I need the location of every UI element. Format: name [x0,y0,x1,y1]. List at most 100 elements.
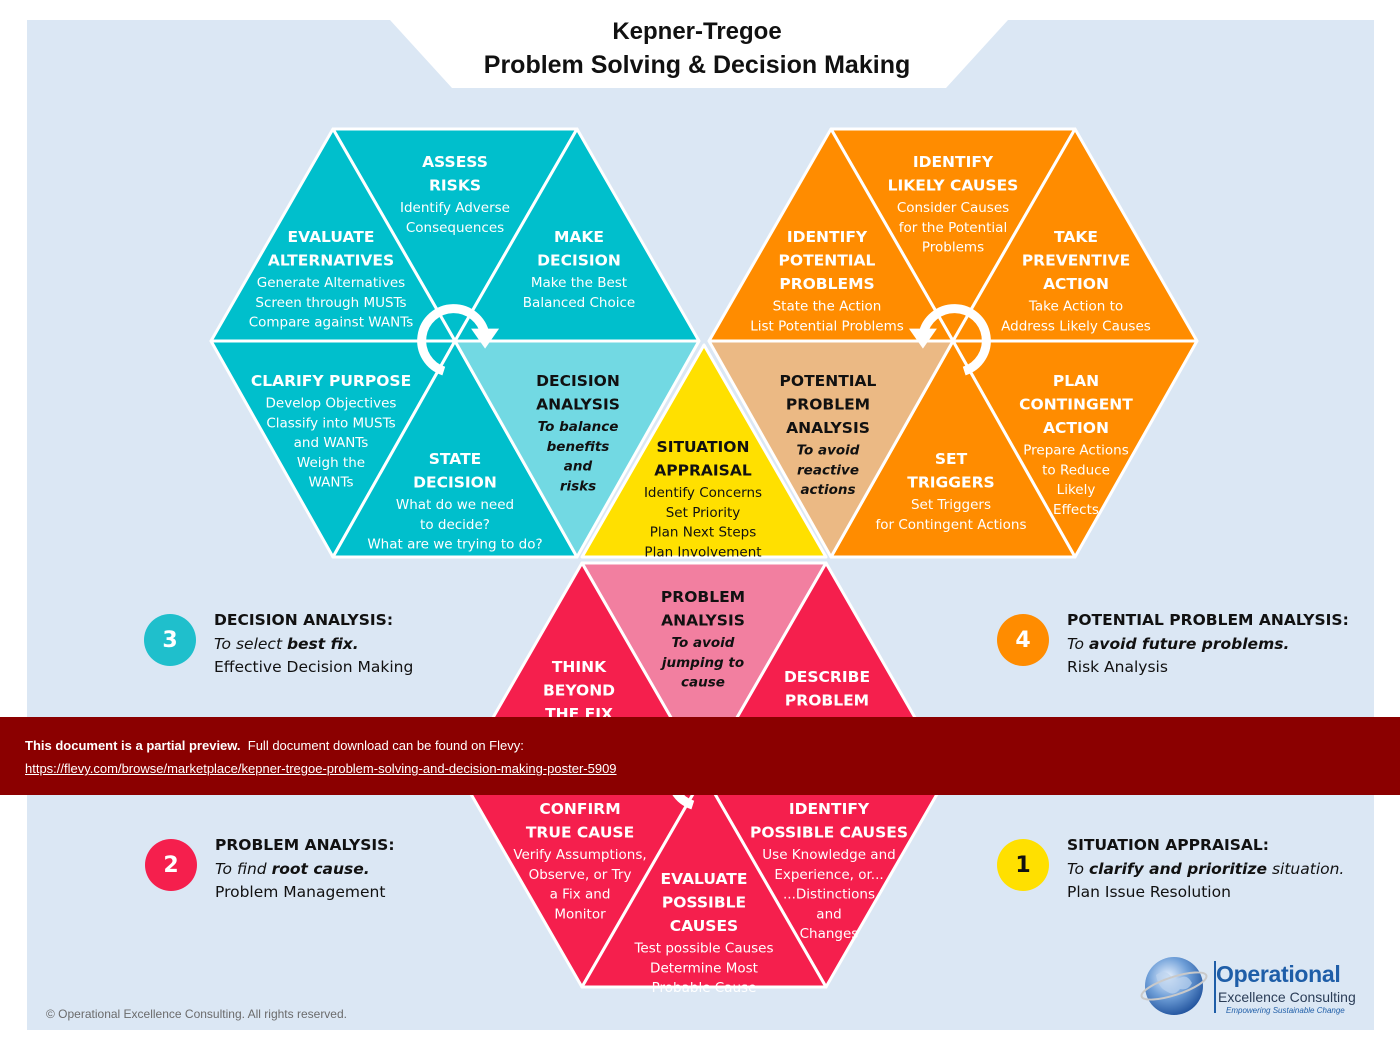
triangle-body-text: Monitor [554,906,606,922]
legend-purpose: To avoid future problems. [1067,634,1290,653]
triangle-heading: ALTERNATIVES [268,252,394,270]
triangle-body-text: Consequences [406,220,504,236]
preview-banner: This document is a partial preview. Full… [0,717,1400,795]
triangle-heading: IDENTIFY [789,800,870,818]
triangle-body-text: to Reduce [1042,462,1110,478]
cycle-arrow-icon [417,304,500,376]
triangle-body-text: Observe, or Try [529,867,632,883]
triangle-body-text: Verify Assumptions, [513,847,646,863]
company-logo: Operational Excellence Consulting Empowe… [1138,955,1368,1017]
triangle-heading: CONFIRM [539,800,620,818]
triangle-heading: DESCRIBE [784,668,870,686]
legend-description: Risk Analysis [1067,658,1168,676]
triangle-body-text: Make the Best [531,275,627,291]
triangle-body-text: Likely [1057,482,1096,498]
logo-brand: Operational [1216,961,1341,987]
triangle-body-text: To avoid [797,443,860,459]
triangle-body-text: WANTs [309,475,354,491]
triangle-body-text: Classify into MUSTs [266,415,395,431]
triangle-heading: ACTION [1043,419,1109,437]
triangle-body-text: Changes [800,926,859,942]
preview-notice: This document is a partial preview. Full… [25,738,524,753]
globe-icon [1140,957,1208,1015]
triangle-body-text: Probable Cause [652,980,757,996]
logo-subtitle: Excellence Consulting [1218,989,1356,1005]
triangle-body-text: for the Potential [899,220,1007,236]
title-line2: Problem Solving & Decision Making [484,51,910,79]
triangle-heading: PROBLEMS [779,275,874,293]
download-link[interactable]: https://flevy.com/browse/marketplace/kep… [25,761,617,776]
triangle-body-text: Use Knowledge and [762,847,895,863]
triangle-body-text: risks [560,478,596,494]
triangle-heading: RISKS [429,177,481,195]
triangle-body-text: List Potential Problems [750,318,904,334]
triangle-body-text: Compare against WANTs [249,315,414,331]
triangle-body-text: State the Action [773,299,882,315]
triangle-body-text: Determine Most [650,960,758,976]
logo-tagline: Empowering Sustainable Change [1226,1006,1345,1015]
triangle-body-text: to decide? [420,517,490,533]
triangle-body-text: and [816,906,841,922]
triangle-heading: IDENTIFY [913,153,994,171]
triangle-heading: ASSESS [422,153,488,171]
triangle-body-text: Experience, or... [774,867,883,883]
triangle-heading: DECISION [537,252,621,270]
triangle-body-text: To avoid [672,635,735,651]
legend-title: SITUATION APPRAISAL: [1067,836,1269,854]
triangle-heading: POTENTIAL [780,372,877,390]
triangle-heading: DECISION [413,474,497,492]
legend-number-badge: 4 [997,614,1049,666]
triangle-potential-problem-analysis [707,339,955,559]
copyright-notice: © Operational Excellence Consulting. All… [46,1007,347,1021]
triangle-body-text: Set Triggers [911,497,991,513]
triangle-body-text: for Contingent Actions [875,517,1026,533]
legend-title: PROBLEM ANALYSIS: [215,836,395,854]
legend-purpose: To select best fix. [214,634,359,653]
triangle-body-text: Prepare Actions [1023,443,1128,459]
triangle-body-text: To balance [538,419,619,435]
triangle-heading: PREVENTIVE [1022,252,1130,270]
legend-number-badge: 2 [145,839,197,891]
triangle-heading: POSSIBLE [662,894,746,912]
triangle-body-text: Take Action to [1028,299,1123,315]
triangle-heading: PLAN [1053,372,1099,390]
triangle-heading: THINK [552,658,607,676]
triangle-heading: APPRAISAL [654,462,752,480]
triangle-body-text: and [564,459,593,475]
triangle-body-text: Set Priority [666,505,741,521]
triangle-body-text: Balanced Choice [523,295,635,311]
triangle-heading: ANALYSIS [661,612,745,630]
triangle-heading: PROBLEM [661,588,745,606]
legend-description: Effective Decision Making [214,658,414,676]
triangle-body-text: cause [681,675,725,691]
triangle-body-text: Generate Alternatives [257,275,405,291]
triangle-heading: PROBLEM [785,692,869,710]
title-banner [390,20,1008,88]
triangle-heading: PROBLEM [786,396,870,414]
triangle-labels: ASSESS RISKS Identify AdverseConsequencesM… [249,153,1151,996]
triangle-heading: ANALYSIS [536,396,620,414]
triangle-body-text: Consider Causes [897,200,1009,216]
legend-number-badge: 1 [997,839,1049,891]
legend-purpose: To clarify and prioritize situation. [1067,859,1345,878]
triangle-body-text: reactive [797,462,859,478]
triangle-heading: BEYOND [543,682,615,700]
title-line1: Kepner-Tregoe [612,18,781,45]
triangle-heading: EVALUATE [661,870,748,888]
triangle-body-text: jumping to [660,655,744,671]
triangle-body-text: Identify Concerns [644,485,762,501]
triangle-body-text: Plan Involvement [644,544,761,560]
triangle-evaluate-possible-causes [580,773,828,989]
triangle-body-text: Identify Adverse [400,200,510,216]
triangle-heading: CONTINGENT [1019,396,1133,414]
triangle-layer [209,127,1199,989]
triangle-heading: ACTION [1043,275,1109,293]
triangle-heading: ANALYSIS [786,419,870,437]
triangle-heading: CAUSES [670,917,738,935]
triangle-heading: SITUATION [657,438,750,456]
triangle-heading: LIKELY CAUSES [888,177,1019,195]
triangle-heading: MAKE [554,228,604,246]
triangle-heading: TAKE [1054,228,1098,246]
legend-number-badge: 3 [144,614,196,666]
